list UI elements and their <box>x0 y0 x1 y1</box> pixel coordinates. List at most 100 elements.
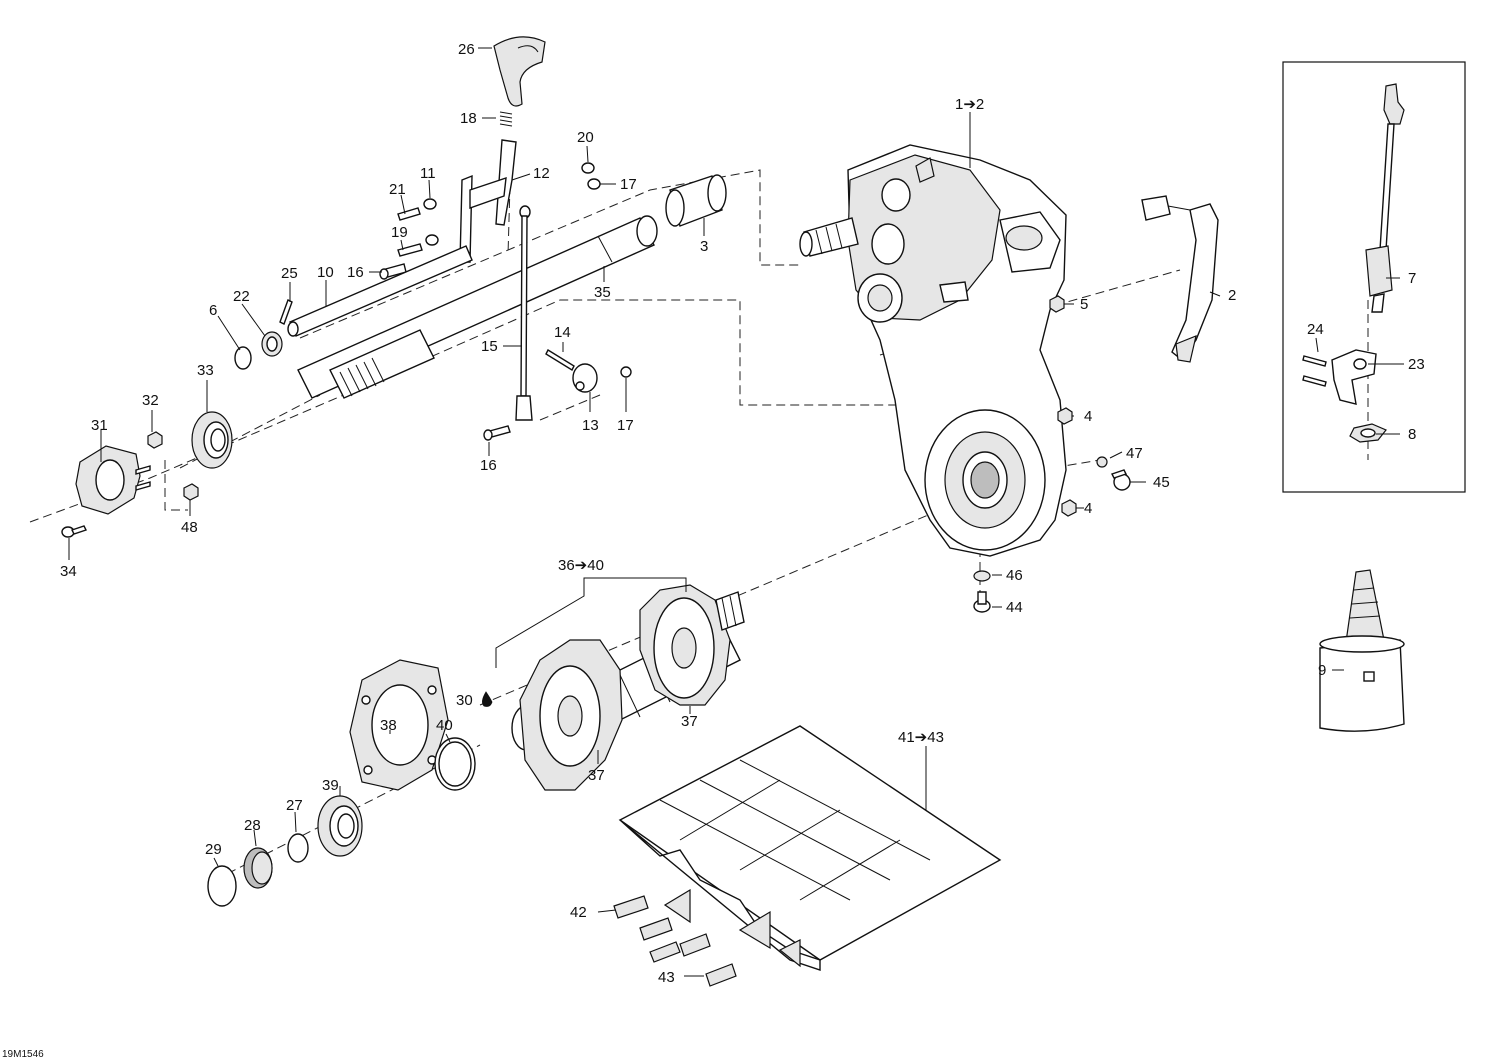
part-38-seal-plate[interactable] <box>349 659 449 791</box>
part-washer-11b[interactable] <box>425 234 439 246</box>
callout-4-lower: 4 <box>1084 500 1092 517</box>
callout-39: 39 <box>322 777 339 794</box>
callout-40: 40 <box>436 717 453 734</box>
part-40-o-ring[interactable] <box>434 737 476 791</box>
part-31-flange[interactable] <box>75 445 151 515</box>
figure-code: 19M1546 <box>2 1049 44 1060</box>
part-4-nut-a[interactable] <box>1057 407 1073 425</box>
callout-36to40: 36➔40 <box>558 557 604 574</box>
part-10-shift-rod[interactable] <box>287 245 473 337</box>
callout-20: 20 <box>577 129 594 146</box>
part-47-washer[interactable] <box>1096 456 1108 468</box>
callout-30: 30 <box>456 692 473 709</box>
part-21-screw[interactable] <box>397 207 421 221</box>
callout-24: 24 <box>1307 321 1324 338</box>
callout-43: 43 <box>658 969 675 986</box>
part-6-snap-ring[interactable] <box>234 346 252 370</box>
part-41-track[interactable] <box>618 725 1002 971</box>
part-37-sprocket-b[interactable] <box>639 584 731 706</box>
callout-46: 46 <box>1006 567 1023 584</box>
callout-15: 15 <box>481 338 498 355</box>
part-3-sleeve[interactable] <box>665 174 727 227</box>
callout-19: 19 <box>391 224 408 241</box>
callout-32: 32 <box>142 392 159 409</box>
part-24-screws[interactable] <box>1302 355 1327 387</box>
part-9-lubricant-bottle[interactable] <box>1319 569 1405 732</box>
callout-8: 8 <box>1408 426 1416 443</box>
assembly-axes <box>29 169 1369 881</box>
callout-7: 7 <box>1408 270 1416 287</box>
callout-17-upper: 17 <box>620 176 637 193</box>
part-37-sprocket-a[interactable] <box>519 639 623 791</box>
oil-drop-icon <box>482 691 493 707</box>
callout-27: 27 <box>286 797 303 814</box>
part-15-link-rod[interactable] <box>515 205 533 421</box>
part-16-pin-b[interactable] <box>483 425 511 441</box>
inset-frame <box>1282 61 1466 493</box>
part-4-nut-b[interactable] <box>1061 499 1077 517</box>
part-39-bearing[interactable] <box>317 795 363 857</box>
part-18-spring[interactable] <box>499 111 513 127</box>
part-45-bolt[interactable] <box>1111 469 1131 491</box>
part-46-washer[interactable] <box>973 570 991 582</box>
part-29-circlip[interactable] <box>207 865 237 907</box>
part-34-screw[interactable] <box>61 525 87 538</box>
part-shaft-splined[interactable] <box>329 329 435 399</box>
part-44-bolt[interactable] <box>973 591 991 613</box>
part-16-pin-a[interactable] <box>379 263 407 280</box>
part-2-harness-bracket[interactable] <box>1141 195 1219 363</box>
callout-11: 11 <box>420 165 436 182</box>
part-22-bushing[interactable] <box>261 331 283 357</box>
callout-17-lower: 17 <box>617 417 634 434</box>
callout-3: 3 <box>700 238 708 255</box>
part-23-bracket[interactable] <box>1331 349 1377 405</box>
part-43-clips[interactable] <box>639 917 737 987</box>
callout-25: 25 <box>281 265 298 282</box>
callout-21: 21 <box>389 181 406 198</box>
callout-1to2: 1➔2 <box>955 96 984 113</box>
part-17-nut-a[interactable] <box>587 178 601 190</box>
callout-45: 45 <box>1153 474 1170 491</box>
callout-14: 14 <box>554 324 571 341</box>
part-48-nut[interactable] <box>183 483 199 501</box>
part-19-screw[interactable] <box>397 243 423 257</box>
part-12-shift-lever[interactable] <box>459 139 517 263</box>
part-8-nut[interactable] <box>1349 423 1387 443</box>
callout-34: 34 <box>60 563 77 580</box>
part-17-nut-b[interactable] <box>620 366 632 378</box>
part-25-pin[interactable] <box>279 299 293 325</box>
part-1-gearbox-housing[interactable] <box>847 144 1067 557</box>
callout-9: 9 <box>1318 662 1326 679</box>
part-11-washer[interactable] <box>423 198 437 210</box>
part-5-nut[interactable] <box>1049 295 1065 313</box>
callout-5: 5 <box>1080 296 1088 313</box>
callout-29: 29 <box>205 841 222 858</box>
part-13-clip[interactable] <box>572 363 598 393</box>
callout-31: 31 <box>91 417 108 434</box>
callout-10: 10 <box>317 264 334 281</box>
callout-4-upper: 4 <box>1084 408 1092 425</box>
callout-16-lower: 16 <box>480 457 497 474</box>
callout-41to43: 41➔43 <box>898 729 944 746</box>
callout-48: 48 <box>181 519 198 536</box>
callout-labels: 26 18 20 21 11 12 17 19 16 25 10 22 6 35… <box>2 41 1425 1060</box>
callout-12: 12 <box>533 165 550 182</box>
part-36-spline-end[interactable] <box>715 591 745 631</box>
callout-18: 18 <box>460 110 477 127</box>
callout-42: 42 <box>570 904 587 921</box>
part-7-sensor-harness[interactable] <box>1365 83 1405 313</box>
callout-23: 23 <box>1408 356 1425 373</box>
callout-37-lower: 37 <box>588 767 605 784</box>
part-33-bearing[interactable] <box>191 411 233 469</box>
part-28-cap[interactable] <box>243 847 273 889</box>
part-42-clip[interactable] <box>613 895 649 919</box>
part-20-nut[interactable] <box>581 162 595 174</box>
leader-lines <box>68 47 1404 977</box>
part-26-shift-knob[interactable] <box>493 36 546 107</box>
part-1-input-spline[interactable] <box>799 217 859 257</box>
callout-44: 44 <box>1006 599 1023 616</box>
part-27-ring[interactable] <box>287 833 309 863</box>
part-14-pin[interactable] <box>545 349 575 371</box>
part-32-nut[interactable] <box>147 431 163 449</box>
